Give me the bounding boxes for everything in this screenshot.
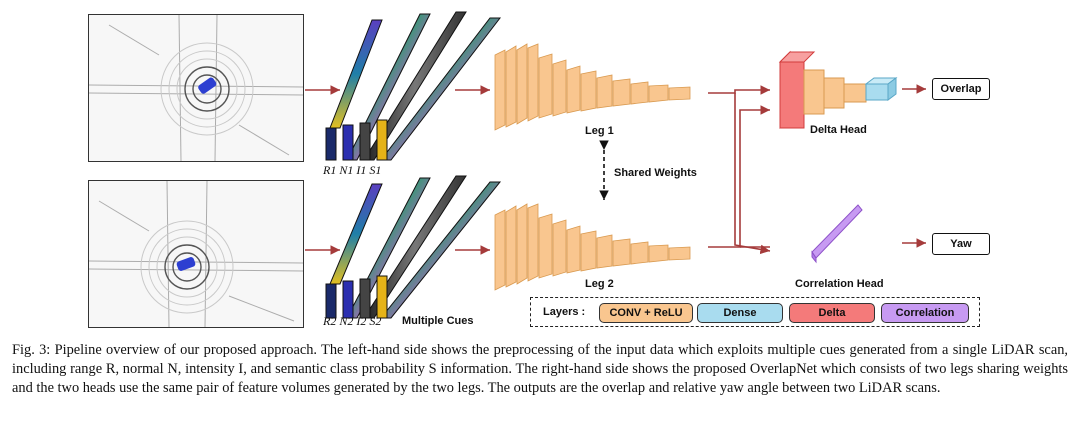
legend-title: Layers : xyxy=(543,306,586,318)
head-connections xyxy=(708,85,771,255)
multiple-cues-label: Multiple Cues xyxy=(402,315,474,327)
figure-caption: Fig. 3: Pipeline overview of our propose… xyxy=(12,342,1068,396)
cue-stack-2 xyxy=(325,175,502,319)
leg-1 xyxy=(494,43,691,131)
legend-conv-relu: CONV + ReLU xyxy=(599,303,693,323)
cue-labels-2: R2 N2 I2 S2 xyxy=(323,314,382,328)
car-icon xyxy=(176,257,196,271)
lidar-scan-2 xyxy=(88,180,304,328)
yaw-output: Yaw xyxy=(932,233,990,255)
correlation-head-label: Correlation Head xyxy=(795,278,884,290)
delta-head xyxy=(778,50,898,129)
correlation-head xyxy=(811,204,863,264)
legend-correlation: Correlation xyxy=(881,303,969,323)
lidar-scan-1 xyxy=(88,14,304,162)
car-icon xyxy=(198,77,217,94)
layers-legend: Layers : CONV + ReLU Dense Delta Correla… xyxy=(530,297,980,327)
legend-delta: Delta xyxy=(789,303,875,323)
leg-1-label: Leg 1 xyxy=(585,125,614,137)
delta-head-label: Delta Head xyxy=(810,124,867,136)
pipeline-figure: R1 N1 I1 S1 R2 N2 I2 S2 Multiple Cues Le… xyxy=(88,11,990,328)
overlap-output: Overlap xyxy=(932,78,990,100)
leg-2-label: Leg 2 xyxy=(585,278,614,290)
cue-stack-1 xyxy=(325,11,502,161)
diagram-graphics xyxy=(305,11,926,319)
leg-2 xyxy=(494,203,691,291)
cue-labels-1: R1 N1 I1 S1 xyxy=(323,163,382,177)
shared-weights-label: Shared Weights xyxy=(614,167,697,179)
legend-dense: Dense xyxy=(697,303,783,323)
